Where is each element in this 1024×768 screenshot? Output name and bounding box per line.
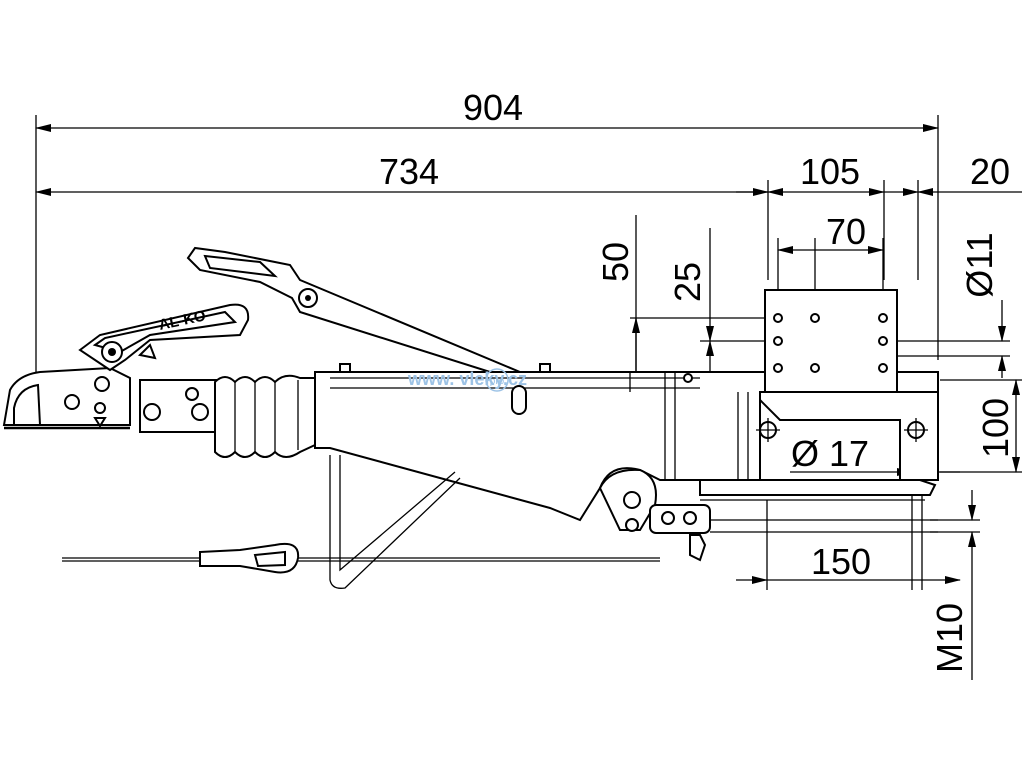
dim-hole-diameter-small: Ø11 xyxy=(959,232,1000,297)
dim-bracket-length: 150 xyxy=(811,541,871,582)
drawbar-body xyxy=(314,371,939,522)
bellows xyxy=(214,374,316,458)
dimension-lines xyxy=(35,124,1022,680)
dimension-labels: 904 734 105 20 70 50 25 Ø11 100 Ø 17 150… xyxy=(379,87,1016,673)
dim-overall-length: 904 xyxy=(463,87,523,128)
brake-linkage xyxy=(598,468,938,562)
watermark-badge: pro xyxy=(490,376,505,387)
dim-height-25: 25 xyxy=(667,262,708,302)
dim-length-to-flange: 734 xyxy=(379,151,439,192)
watermark-text: www. vleky.cz xyxy=(407,369,527,389)
dim-bolt-spacing: 70 xyxy=(826,211,866,252)
mounting-flange xyxy=(756,289,939,481)
coupling-head xyxy=(2,366,219,433)
dim-flange-width: 105 xyxy=(800,151,860,192)
dim-height-50: 50 xyxy=(595,242,636,282)
dim-hole-diameter-large: Ø 17 xyxy=(791,433,869,474)
dim-flange-height: 100 xyxy=(975,398,1016,458)
dim-end-offset: 20 xyxy=(970,151,1010,192)
coupling-lever: AL-KO xyxy=(78,303,250,372)
breakaway-cable xyxy=(62,455,660,589)
dim-thread: M10 xyxy=(929,603,970,673)
watermark: www. vleky.cz pro xyxy=(407,368,527,392)
